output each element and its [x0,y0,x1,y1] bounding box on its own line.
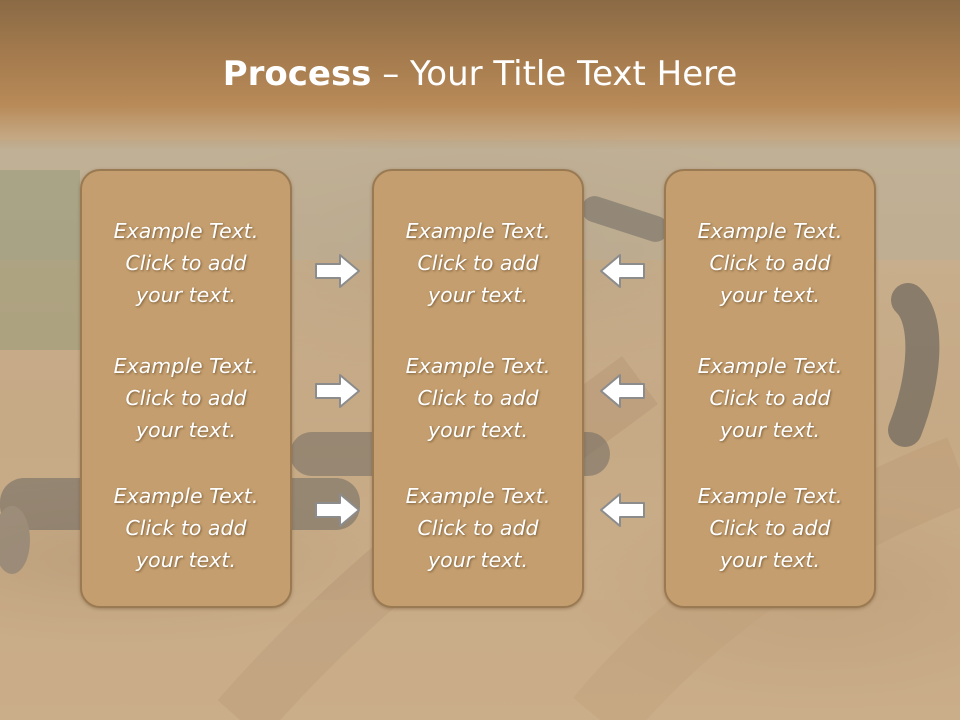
text-line: your text. [720,418,820,442]
panel-center-text-1[interactable]: Example Text. Click to add your text. [374,215,582,311]
text-line: Click to add [709,251,831,275]
panel-left-text-1[interactable]: Example Text. Click to add your text. [82,215,290,311]
arrow-left-icon[interactable] [598,372,646,410]
text-line: your text. [136,418,236,442]
text-line: Click to add [417,251,539,275]
text-line: your text. [136,548,236,572]
title-rest: – Your Title Text Here [371,54,738,94]
text-line: Example Text. [697,354,843,378]
panel-left[interactable]: Example Text. Click to add your text. Ex… [80,169,292,608]
text-line: your text. [720,548,820,572]
arrow-right-icon[interactable] [314,252,362,290]
text-line: your text. [720,283,820,307]
panel-left-text-3[interactable]: Example Text. Click to add your text. [82,480,290,576]
arrow-left-icon[interactable] [598,252,646,290]
title-bold: Process [222,54,372,94]
panel-right-text-3[interactable]: Example Text. Click to add your text. [666,480,874,576]
text-line: Click to add [709,386,831,410]
arrow-right-icon[interactable] [314,372,362,410]
text-line: Click to add [125,386,247,410]
pipe-right [888,283,940,447]
panel-right-text-2[interactable]: Example Text. Click to add your text. [666,350,874,446]
arrow-right-icon[interactable] [314,491,362,529]
green-field [0,170,80,350]
text-line: Example Text. [113,219,259,243]
text-line: Example Text. [405,219,551,243]
text-line: Example Text. [113,354,259,378]
text-line: your text. [428,548,528,572]
text-line: Example Text. [113,484,259,508]
text-line: Click to add [417,516,539,540]
panel-center-text-2[interactable]: Example Text. Click to add your text. [374,350,582,446]
title-bar [0,0,960,150]
text-line: Example Text. [405,484,551,508]
panel-center-text-3[interactable]: Example Text. Click to add your text. [374,480,582,576]
text-line: Click to add [709,516,831,540]
text-line: your text. [428,418,528,442]
foreground-soil [0,600,960,720]
text-line: your text. [136,283,236,307]
panel-right-text-1[interactable]: Example Text. Click to add your text. [666,215,874,311]
text-line: Example Text. [697,484,843,508]
pipe-top [581,196,669,242]
text-line: your text. [428,283,528,307]
text-line: Click to add [417,386,539,410]
arrow-left-icon[interactable] [598,491,646,529]
panel-center[interactable]: Example Text. Click to add your text. Ex… [372,169,584,608]
text-line: Click to add [125,516,247,540]
slide-title[interactable]: Process – Your Title Text Here [0,52,960,96]
panel-left-text-2[interactable]: Example Text. Click to add your text. [82,350,290,446]
text-line: Example Text. [405,354,551,378]
text-line: Example Text. [697,219,843,243]
text-line: Click to add [125,251,247,275]
panel-right[interactable]: Example Text. Click to add your text. Ex… [664,169,876,608]
